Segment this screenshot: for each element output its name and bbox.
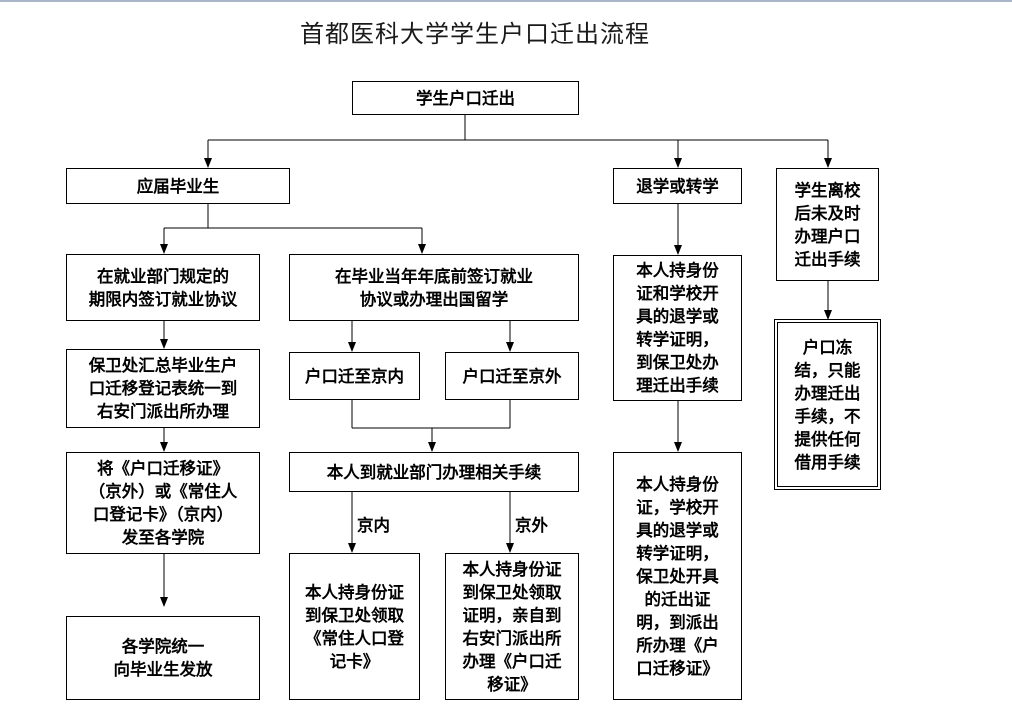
node-security-summary: 保卫处汇总毕业生户 口迁移登记表统一到 右安门派出所办理 <box>66 349 260 428</box>
node-collect-cert: 本人持身份证 到保卫处领取 证明，亲自到 右安门派出所 办理《户口迁 移证》 <box>445 553 579 700</box>
node-colleges-issue: 各学院统一 向毕业生发放 <box>66 616 260 700</box>
node-withdraw-step1: 本人持身份 证和学校开 具的退学或 转学证明， 到保卫处办 理迁出手续 <box>613 255 742 401</box>
page-title: 首都医科大学学生户口迁出流程 <box>300 20 650 48</box>
node-move-beijing: 户口迁至京内 <box>289 352 420 400</box>
node-frozen: 户口冻 结，只能 办理迁出 手续，不 提供任何 借用手续 <box>774 319 881 490</box>
node-employment-dept: 本人到就业部门办理相关手续 <box>289 452 579 492</box>
top-border-line <box>0 0 1012 2</box>
node-withdraw-transfer: 退学或转学 <box>613 168 742 204</box>
node-root: 学生户口迁出 <box>352 81 579 115</box>
node-withdraw-step2: 本人持身份 证，学校开 具的退学或 转学证明， 保卫处开具 的迁出证 明，到派出… <box>613 452 742 700</box>
node-graduates: 应届毕业生 <box>66 168 290 204</box>
node-move-outside: 户口迁至京外 <box>445 352 579 400</box>
edge-label-outside: 京外 <box>515 516 548 535</box>
node-sign-before-year-end: 在毕业当年年底前签订就业 协议或办理出国留学 <box>289 254 579 321</box>
node-sign-within-period: 在就业部门规定的 期限内签订就业协议 <box>66 254 260 321</box>
node-leave-school: 学生离校 后未及时 办理户口 迁出手续 <box>776 168 879 281</box>
node-collect-card: 本人持身份证 到保卫处领取 《常住人口登 记卡》 <box>289 553 420 700</box>
edge-label-beijing: 京内 <box>357 516 390 535</box>
node-send-cards: 将《户口迁移证》 （京外）或《常住人 口登记卡》（京内） 发至各学院 <box>66 452 260 554</box>
